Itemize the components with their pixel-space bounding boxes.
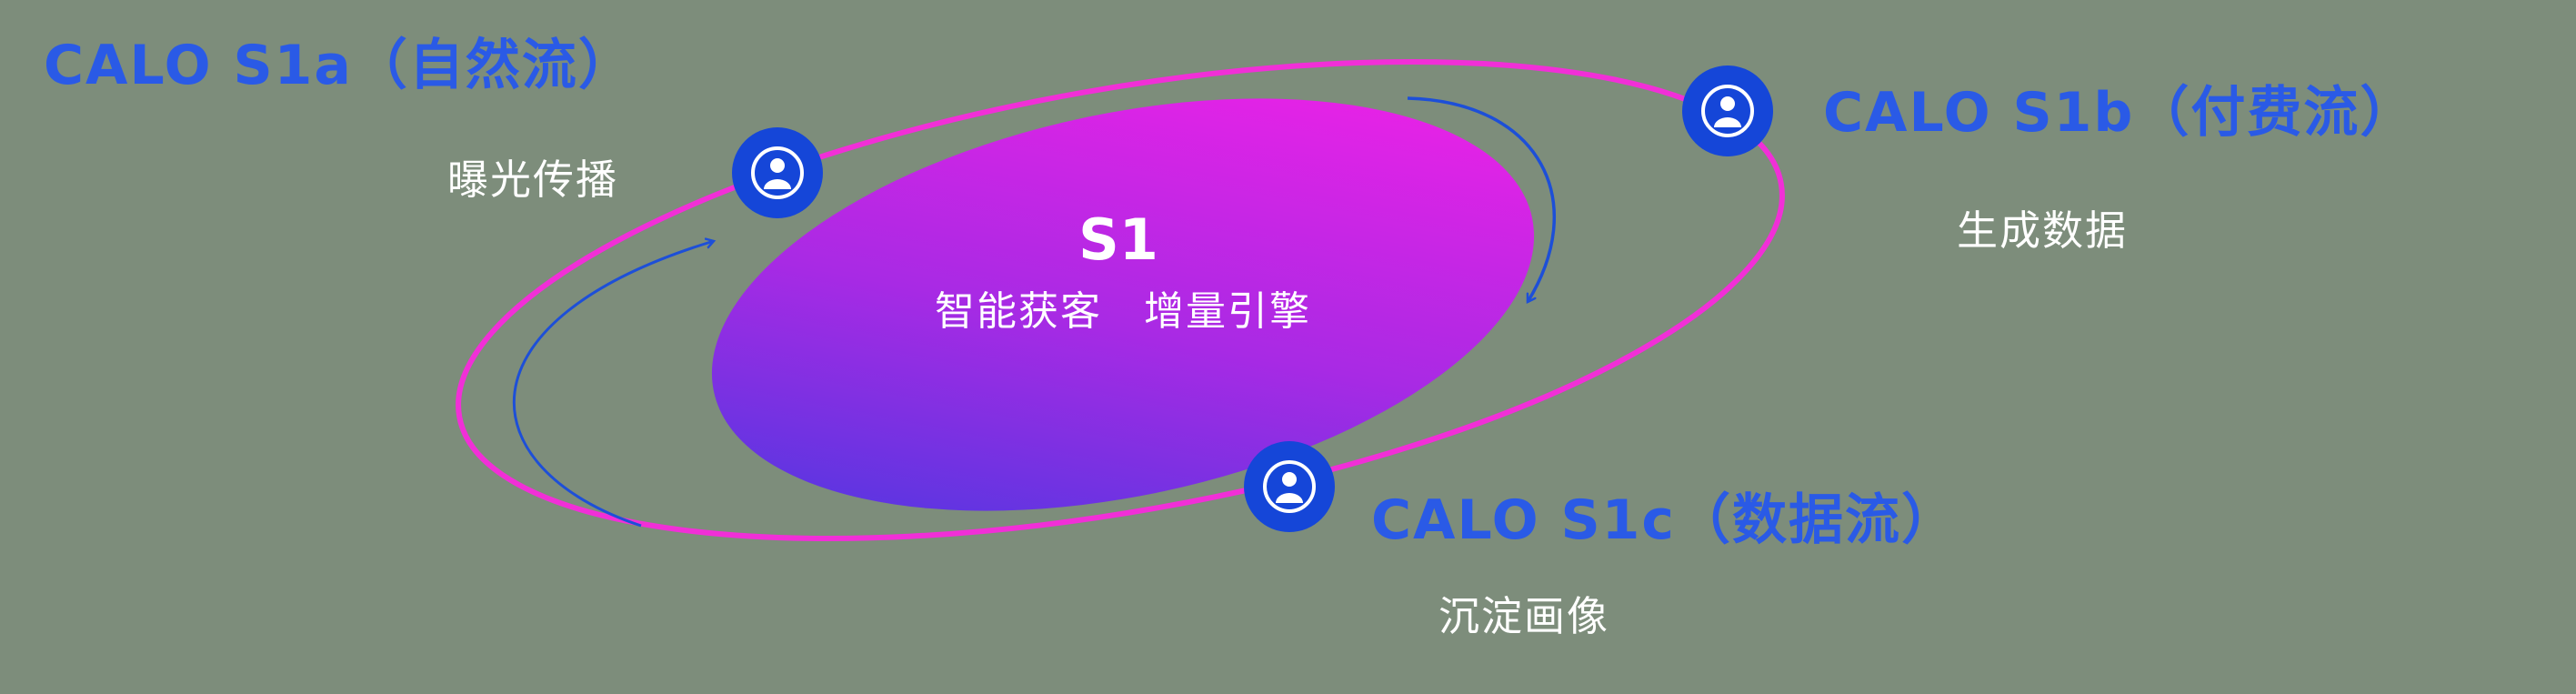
center-subtitle: 智能获客 增量引擎 — [935, 288, 1311, 335]
center-title: S1 — [1078, 206, 1158, 273]
user-icon — [751, 146, 804, 199]
curved-arrow-icon-left — [512, 241, 714, 528]
node-s1a — [732, 127, 823, 218]
user-icon — [1701, 85, 1754, 137]
node-s1b — [1682, 65, 1773, 156]
node-s1c-subtitle: 沉淀画像 — [1438, 592, 1610, 640]
node-s1c-title: CALO S1c（数据流） — [1371, 488, 1958, 552]
center-gradient-ellipse — [711, 98, 1535, 511]
node-s1b-title: CALO S1b（付费流） — [1823, 81, 2417, 145]
node-s1c — [1244, 441, 1335, 532]
node-s1a-title: CALO S1a（自然流） — [44, 34, 635, 97]
user-icon — [1263, 460, 1316, 513]
orbit-ring — [456, 59, 1785, 541]
node-s1a-subtitle: 曝光传播 — [447, 156, 619, 204]
curved-arrow-icon-right — [1407, 96, 1557, 302]
node-s1b-subtitle: 生成数据 — [1957, 206, 2129, 255]
